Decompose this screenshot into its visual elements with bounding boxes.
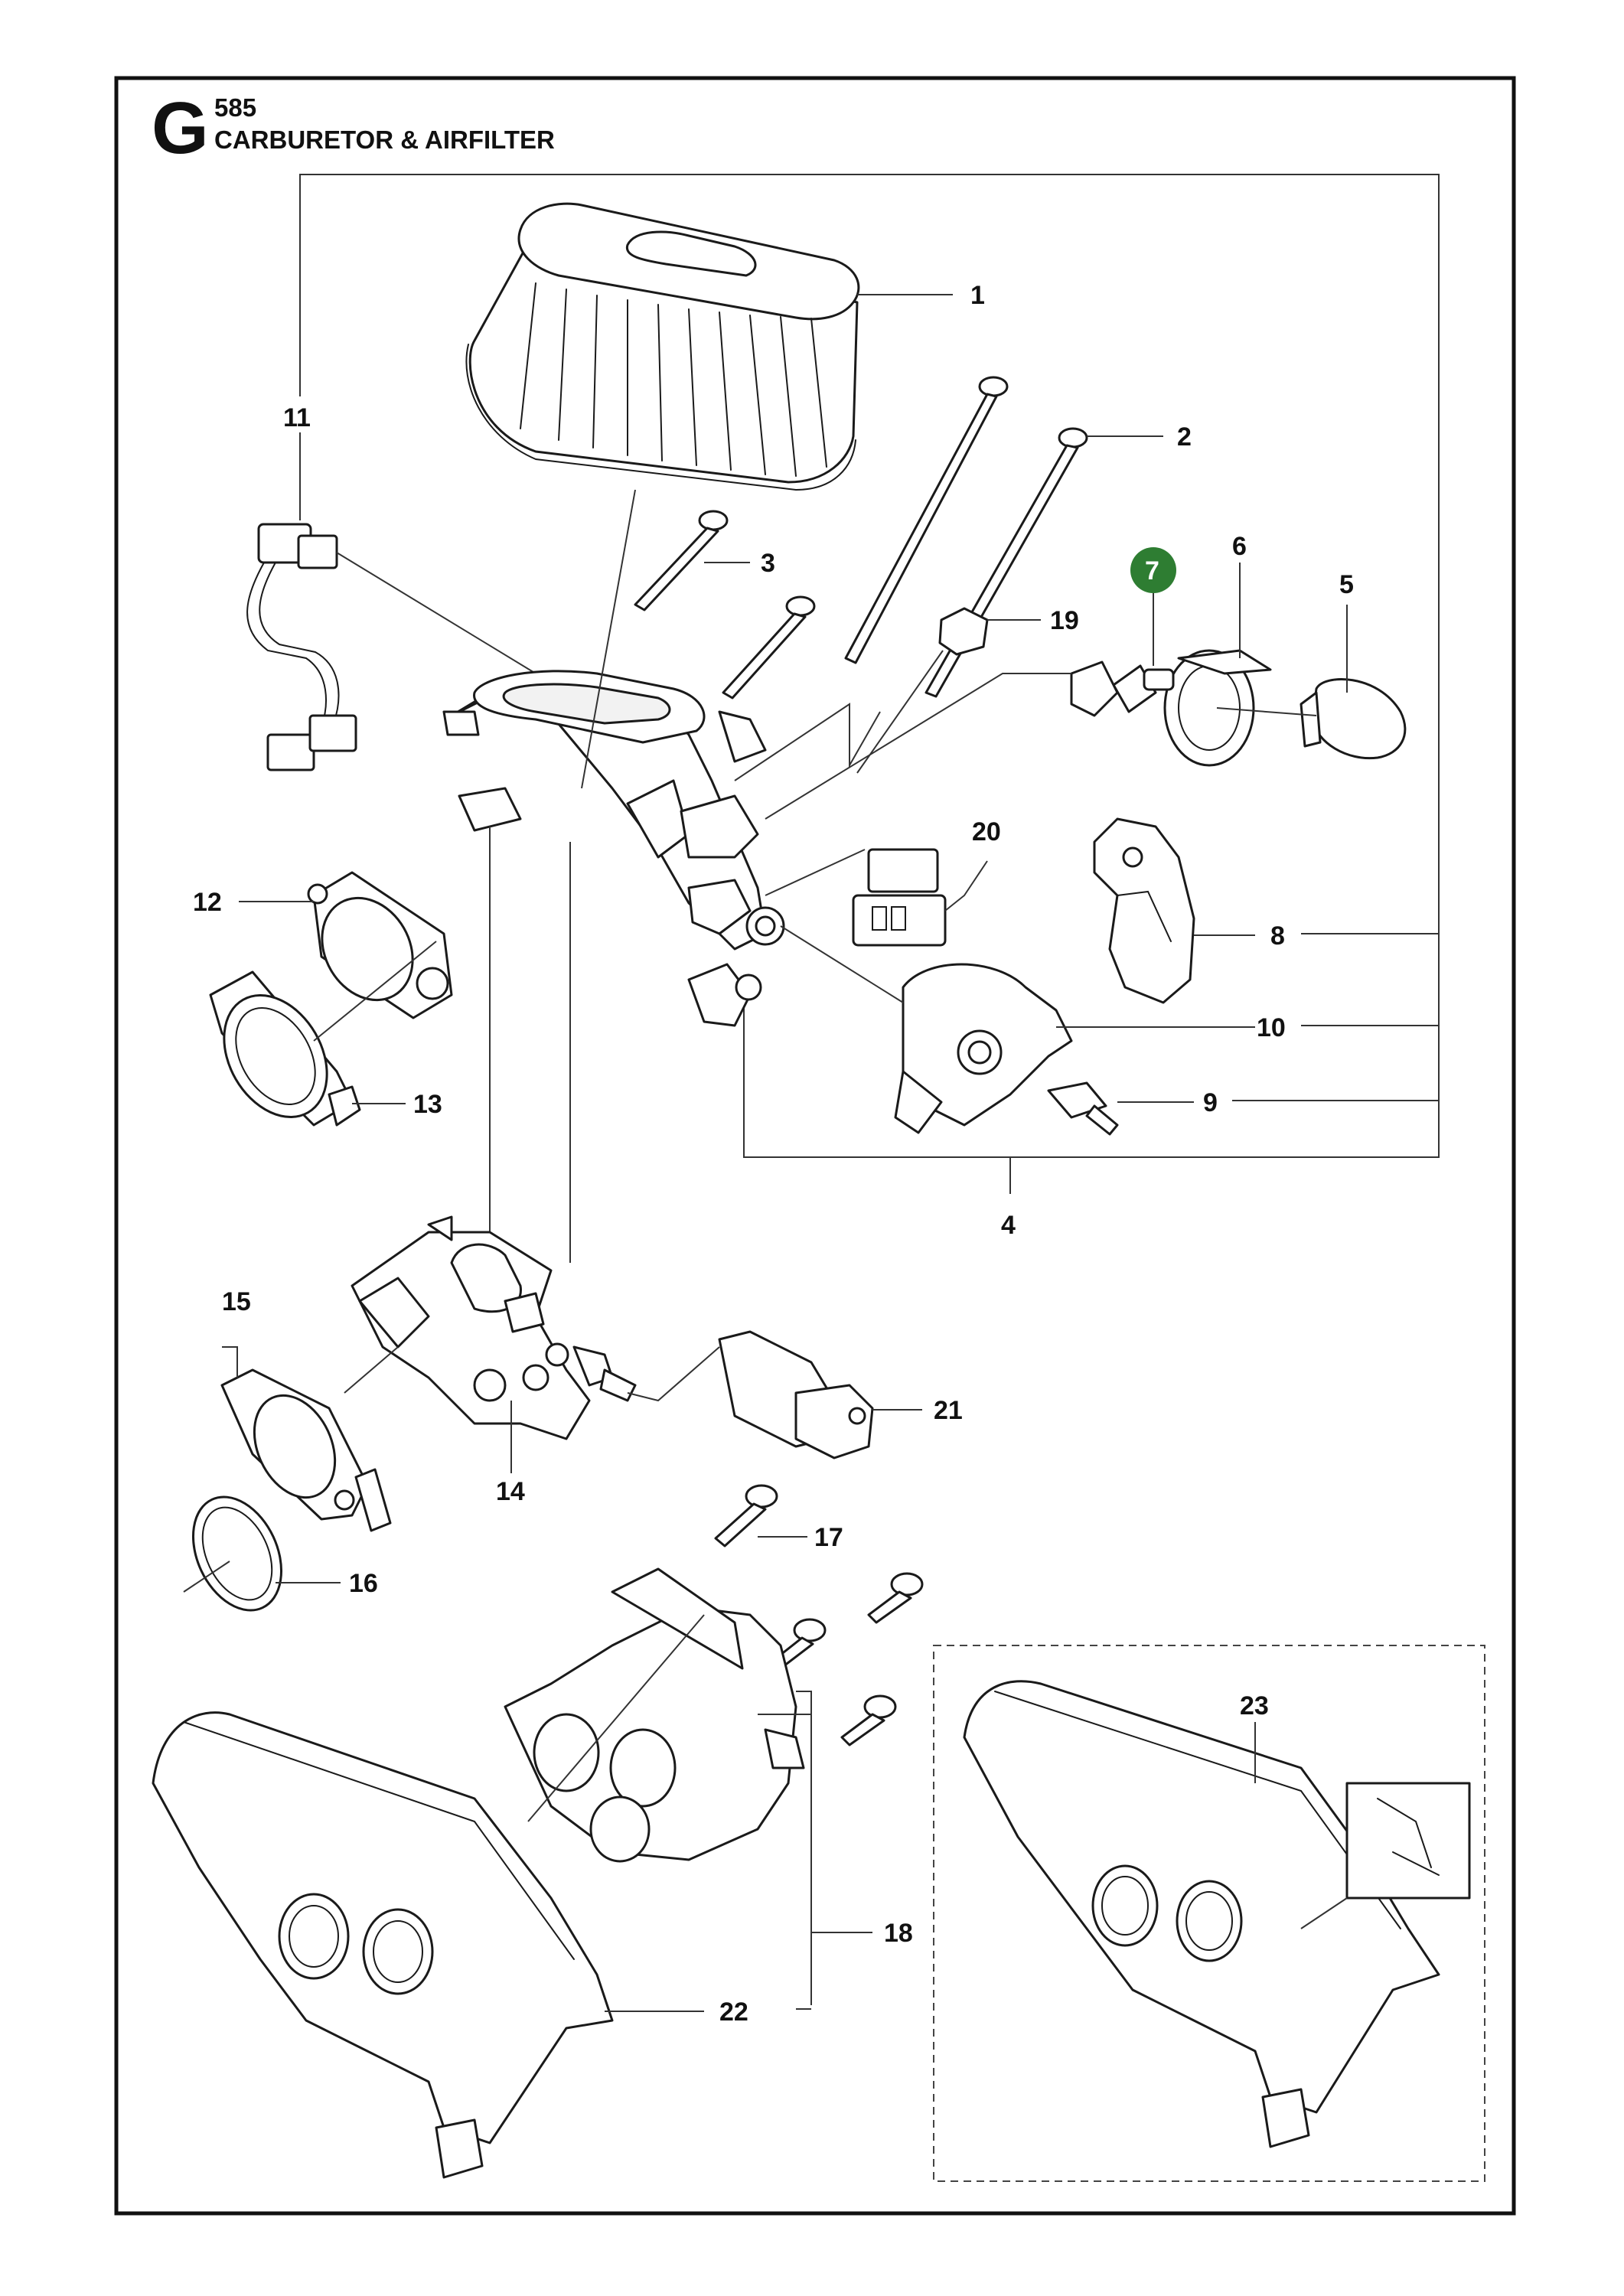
callout-5: 5 — [1339, 570, 1354, 599]
callout-9: 9 — [1203, 1088, 1218, 1117]
intake-manifold-18 — [504, 1567, 805, 1863]
carburetor-14 — [351, 1215, 637, 1440]
callout-1: 1 — [970, 281, 985, 310]
callout-23: 23 — [1240, 1691, 1269, 1720]
callout-3: 3 — [761, 549, 775, 578]
flange-15 — [220, 1368, 392, 1532]
intake-cover-22 — [152, 1711, 614, 2179]
air-filter — [465, 202, 860, 491]
callout-15: 15 — [222, 1287, 251, 1316]
leader-20 — [944, 860, 988, 912]
intake-adapter-13 — [209, 970, 361, 1127]
clip-19 — [938, 607, 989, 656]
screw-9 — [1047, 1081, 1119, 1136]
intake-cover-23 — [963, 1680, 1440, 2148]
intake-housing — [442, 670, 785, 1027]
leader-15 — [222, 1346, 238, 1378]
callout-labels: 1 2 3 4 5 6 7 8 9 10 11 12 13 14 15 16 1… — [193, 281, 1354, 2027]
valve-7 — [1070, 660, 1175, 717]
callout-19: 19 — [1050, 606, 1079, 635]
callout-14: 14 — [496, 1477, 525, 1506]
callout-11: 11 — [283, 403, 311, 432]
callout-18: 18 — [884, 1919, 913, 1948]
callout-16: 16 — [349, 1569, 378, 1598]
callout-7: 7 — [1145, 556, 1159, 585]
connector-20 — [852, 848, 947, 947]
diagram-title: CARBURETOR & AIRFILTER — [214, 126, 555, 154]
callout-21: 21 — [934, 1396, 963, 1425]
choke-cam-10 — [894, 963, 1073, 1134]
page-frame — [114, 76, 1516, 2216]
detail-zoom-box — [1345, 1782, 1471, 1900]
assembly-4-bracket — [299, 174, 1440, 1194]
callout-10: 10 — [1257, 1013, 1286, 1042]
callout-4: 4 — [1001, 1211, 1016, 1240]
model-code: 585 — [214, 93, 256, 122]
leader-18 — [796, 1691, 827, 1933]
callout-20: 20 — [972, 817, 1001, 846]
lever-8 — [1093, 817, 1195, 1004]
section-letter: G — [152, 87, 209, 169]
callout-13: 13 — [413, 1090, 442, 1119]
bulb-5 — [1300, 678, 1407, 760]
callout-2: 2 — [1177, 422, 1192, 452]
callout-6: 6 — [1232, 532, 1247, 561]
screw-3 — [634, 510, 816, 700]
detail-inset — [933, 1645, 1485, 2182]
callout-7-badge — [1130, 547, 1176, 593]
intake-adapter-12 — [307, 871, 453, 1019]
wire-harness — [246, 523, 357, 771]
gasket-16 — [191, 1495, 283, 1612]
callout-17: 17 — [814, 1523, 843, 1552]
callout-8: 8 — [1270, 921, 1285, 951]
connector-21 — [718, 1330, 874, 1459]
callout-12: 12 — [193, 888, 222, 917]
bulb-housing-6 — [1163, 649, 1272, 767]
callout-22: 22 — [719, 1998, 748, 2027]
